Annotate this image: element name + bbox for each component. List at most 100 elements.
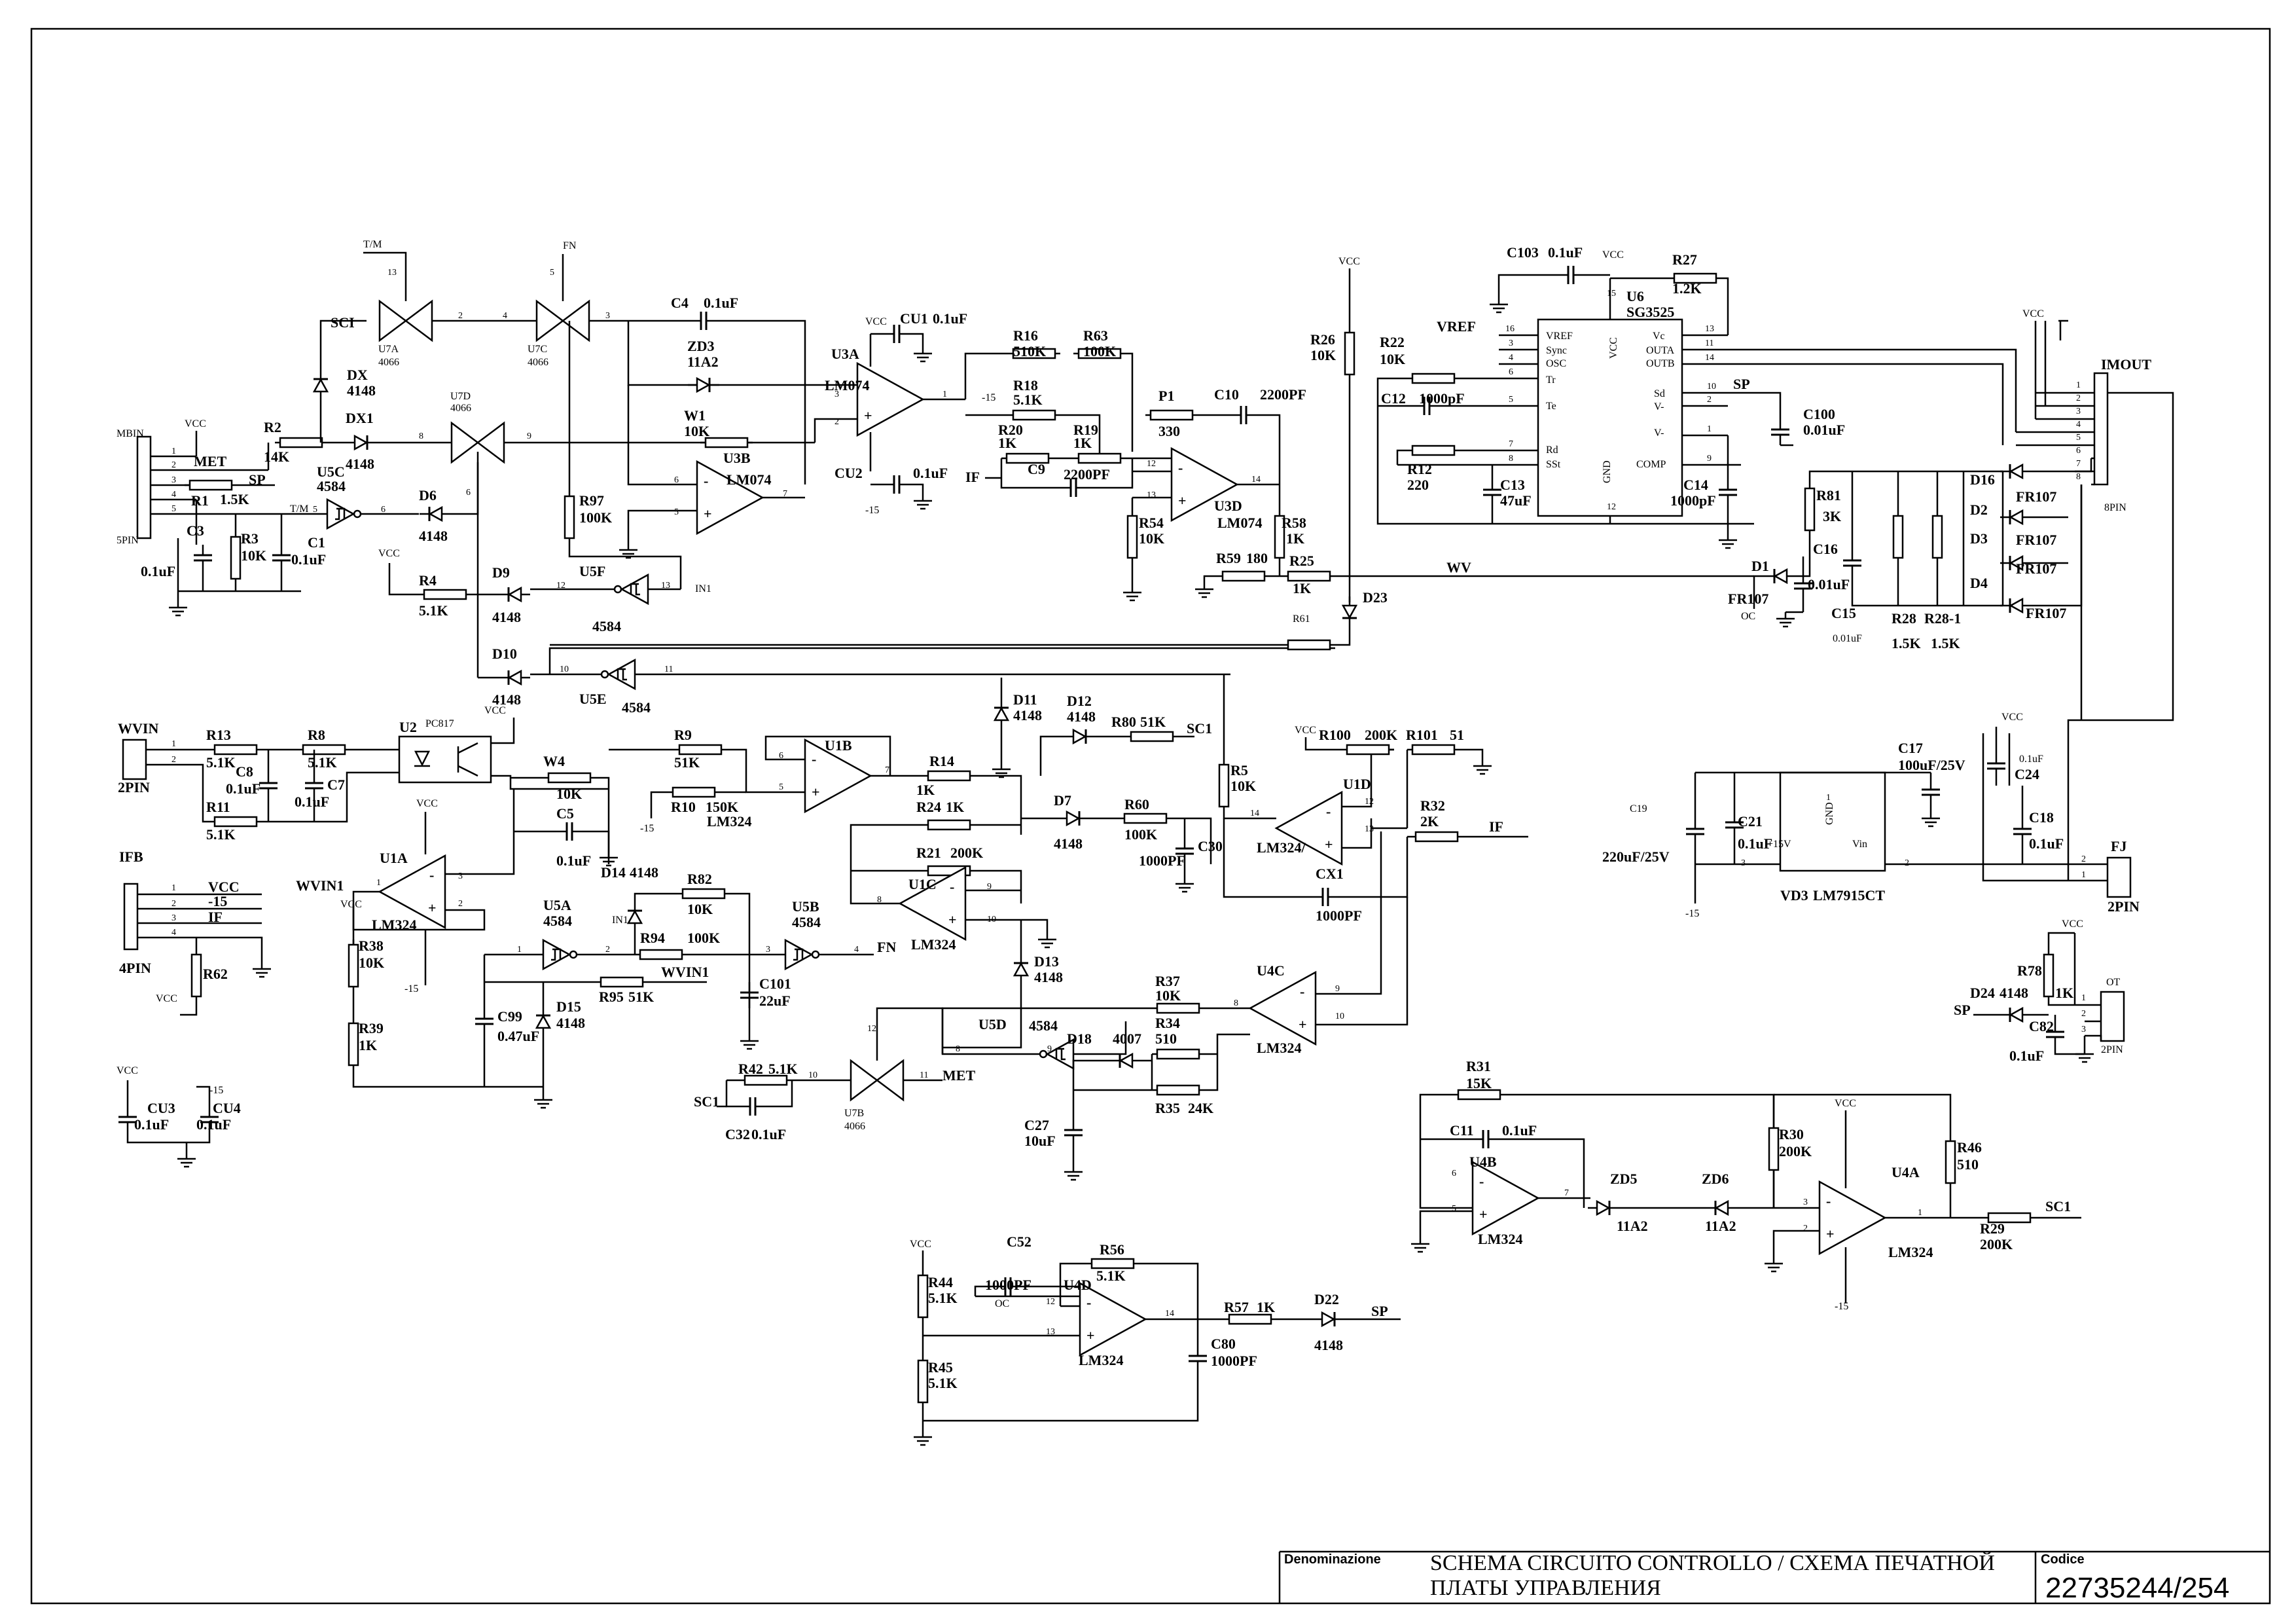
r57-value: 1K xyxy=(1257,1299,1275,1315)
r24-value: 1K xyxy=(946,799,964,815)
cu1-ref: CU1 xyxy=(900,310,928,327)
pin-label: 5 xyxy=(1452,1204,1456,1214)
net-wvin1-u1a: WVIN1 xyxy=(296,877,344,894)
c7-value: 0.1uF xyxy=(295,793,329,810)
pin-label: Vin xyxy=(1852,839,1867,850)
cu4-ref: CU4 xyxy=(213,1100,241,1116)
r39-ref: R39 xyxy=(359,1020,384,1036)
u5f-type: 4584 xyxy=(592,618,621,634)
d22-value: 4148 xyxy=(1314,1337,1343,1353)
net-oc-u4d: OC xyxy=(995,1298,1009,1309)
r14-ref: R14 xyxy=(929,753,954,769)
u3a-ref: U3A xyxy=(831,346,859,362)
d4-value: FR107 xyxy=(2026,605,2066,621)
pin-label: 9 xyxy=(1335,984,1340,994)
c14-value: 1000pF xyxy=(1670,492,1716,509)
dx1-ref: DX1 xyxy=(346,410,374,426)
c10-value: 2200PF xyxy=(1260,386,1306,403)
u7a-ref: U7A xyxy=(378,344,399,355)
r29-value: 200K xyxy=(1980,1236,2013,1252)
d10-value: 4148 xyxy=(492,691,521,708)
pin-label: 1 xyxy=(942,390,947,399)
pin-label: 13 xyxy=(1705,324,1714,334)
dx-ref: DX xyxy=(347,367,368,383)
d12-ref: D12 xyxy=(1067,693,1092,709)
pin-label: 7 xyxy=(1509,439,1513,449)
r12-ref: R12 xyxy=(1407,461,1432,477)
title-block: Denominazione SCHEMA CIRCUITO CONTROLLO … xyxy=(1278,1550,2270,1604)
net-m15-u3a: -15 xyxy=(865,505,879,516)
pin-label: 2 xyxy=(171,899,176,909)
pin-label: 2 xyxy=(2076,393,2081,403)
c82-ref: C82 xyxy=(2029,1018,2054,1034)
pin-label: 5 xyxy=(674,507,679,517)
d16-ref: D16 xyxy=(1970,471,1995,488)
cu2-value: 0.1uF xyxy=(913,465,948,481)
u4b-ref: U4B xyxy=(1469,1154,1497,1170)
net-vref: VREF xyxy=(1437,318,1476,335)
u1c-ref: U1C xyxy=(908,876,937,892)
pin-label: 2 xyxy=(1905,858,1909,868)
d24-ref: D24 xyxy=(1970,985,1995,1001)
pin-label: 3 xyxy=(1803,1197,1808,1207)
net-sp-u6: SP xyxy=(1733,376,1750,392)
pin-label: 12 xyxy=(1607,502,1616,512)
pin-label: 14 xyxy=(1165,1309,1174,1319)
net-vcc-r78: VCC xyxy=(2062,919,2083,930)
net-vcc-c24: VCC xyxy=(2001,712,2023,723)
w1-value: 10K xyxy=(684,423,709,439)
pin-label: 7 xyxy=(1564,1188,1569,1198)
c52-ref: C52 xyxy=(1007,1233,1031,1250)
r25-ref: R25 xyxy=(1289,553,1314,569)
cu2-ref: CU2 xyxy=(834,465,863,481)
r31-value: 15K xyxy=(1466,1075,1492,1091)
c16-ref: C16 xyxy=(1813,541,1838,557)
net-vcc-r44: VCC xyxy=(910,1239,931,1250)
net-tm-u7a: T/M xyxy=(363,239,382,250)
connector-imout-label: IMOUT xyxy=(2101,356,2151,373)
pin-label: 4 xyxy=(503,311,507,321)
r8-ref: R8 xyxy=(308,727,325,743)
pin-label: Sync xyxy=(1546,345,1567,356)
zd5-value: 11A2 xyxy=(1617,1218,1648,1234)
r101-ref: R101 xyxy=(1406,727,1438,743)
r56-ref: R56 xyxy=(1100,1241,1124,1258)
pin-label: Sd xyxy=(1654,388,1665,399)
connector-mbin-label: MBIN xyxy=(117,428,144,439)
r30-ref: R30 xyxy=(1779,1126,1804,1142)
pin-label: 13 xyxy=(661,581,670,591)
c82-value: 0.1uF xyxy=(2009,1048,2044,1064)
c80-value: 1000PF xyxy=(1211,1353,1257,1369)
u7b-ref: U7B xyxy=(844,1108,864,1119)
net-if-ifb: IF xyxy=(208,909,223,925)
r94-value: 100K xyxy=(687,930,720,946)
d6-ref: D6 xyxy=(419,487,437,503)
pin-label: 9 xyxy=(1707,454,1712,464)
pin-label: V- xyxy=(1654,428,1664,439)
d7-value: 4148 xyxy=(1054,835,1083,852)
net-vcc-cu3: VCC xyxy=(117,1065,138,1076)
r9-value: 51K xyxy=(674,754,700,771)
c18-value: 0.1uF xyxy=(2029,835,2064,852)
u4d-type: LM324 xyxy=(1079,1352,1123,1368)
pin-label: 1 xyxy=(517,945,522,955)
r16-value: 510K xyxy=(1013,343,1046,359)
u3d-ref: U3D xyxy=(1214,498,1242,514)
connector-imout-type: 8PIN xyxy=(2104,502,2126,513)
pin-label: 3 xyxy=(605,311,610,321)
pin-label: 4 xyxy=(171,490,176,500)
u7c-type: 4066 xyxy=(528,357,548,368)
title-block-title-line2: ПЛАТЫ УПРАВЛЕНИЯ xyxy=(1430,1576,1661,1600)
r78-ref: R78 xyxy=(2017,962,2042,979)
pin-label: 6 xyxy=(2076,446,2081,456)
pin-label: 6 xyxy=(1509,367,1513,377)
d2-value: FR107 xyxy=(2016,532,2056,548)
r10-ref: R10 xyxy=(671,799,696,815)
d18-value: 4007 xyxy=(1113,1030,1141,1047)
r4-value: 5.1K xyxy=(419,602,448,619)
pin-label: 14 xyxy=(1705,353,1714,363)
r46-value: 510 xyxy=(1957,1156,1979,1173)
c18-ref: C18 xyxy=(2029,809,2054,826)
r57-ref: R57 xyxy=(1224,1299,1249,1315)
p1-ref: P1 xyxy=(1158,388,1174,404)
